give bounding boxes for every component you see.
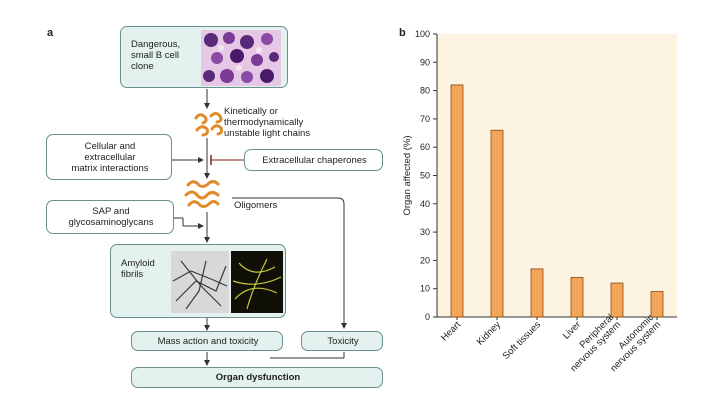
toxicity-box: Toxicity [301,331,383,351]
chaperones-box: Extracellular chaperones [244,149,383,171]
y-tick-label: 50 [420,171,430,181]
bar-1 [490,129,504,318]
bar-5 [650,291,664,318]
light-chains-text: Kinetically or thermodynamically unstabl… [224,106,311,139]
organ-dysfunction-label: Organ dysfunction [215,372,301,383]
arrow-oligomers-to-toxicity [232,197,347,329]
oligomers-icon [184,180,220,208]
light-chains-icon [194,112,224,137]
y-tick-label: 90 [420,57,430,67]
y-tick-label: 100 [415,29,430,39]
mass-action-label: Mass action and toxicity [157,336,259,347]
cellular-interactions-box: Cellular and extracellular matrix intera… [46,134,172,180]
bar-2 [530,268,544,318]
amyloid-fibrils-box: Amyloid fibrils [110,244,286,318]
bar-3 [570,276,584,318]
bar-4 [610,282,624,318]
b-cell-clone-label: Dangerous, small B cell clone [131,39,181,72]
y-tick-label: 80 [420,86,430,96]
x-tick-label: Soft tissues [501,319,544,362]
y-tick-label: 60 [420,142,430,152]
sap-box: SAP and glycosaminoglycans [46,200,174,234]
x-tick-label: Heart [439,319,463,343]
fibrils-fluorescence-image [231,251,283,313]
y-tick-label: 40 [420,199,430,209]
x-tick-label: Liver [561,319,583,341]
y-tick-label: 10 [420,284,430,294]
organ-dysfunction-box: Organ dysfunction [131,367,383,388]
y-axis-label: Organ affected (%) [402,135,413,215]
y-tick-label: 20 [420,255,430,265]
y-tick-label: 30 [420,227,430,237]
amyloid-fibrils-label: Amyloid fibrils [121,258,155,280]
y-tick-label: 0 [425,312,430,322]
bar-0 [450,84,464,318]
oligomers-text: Oligomers [234,200,278,211]
sap-label: SAP and glycosaminoglycans [68,206,154,228]
chaperones-label: Extracellular chaperones [262,155,367,166]
panel-b-label: b [399,27,406,39]
toxicity-label: Toxicity [327,336,359,347]
plot-area [437,34,677,317]
cellular-interactions-label: Cellular and extracellular matrix intera… [71,141,149,174]
y-tick-label: 70 [420,114,430,124]
cell-micrograph-image [201,30,281,86]
panel-a-label: a [47,27,54,39]
fibrils-micrograph-image [171,251,229,313]
x-tick-label: Kidney [475,319,503,347]
b-cell-clone-box: Dangerous, small B cell clone [120,26,288,88]
mass-action-box: Mass action and toxicity [131,331,283,351]
